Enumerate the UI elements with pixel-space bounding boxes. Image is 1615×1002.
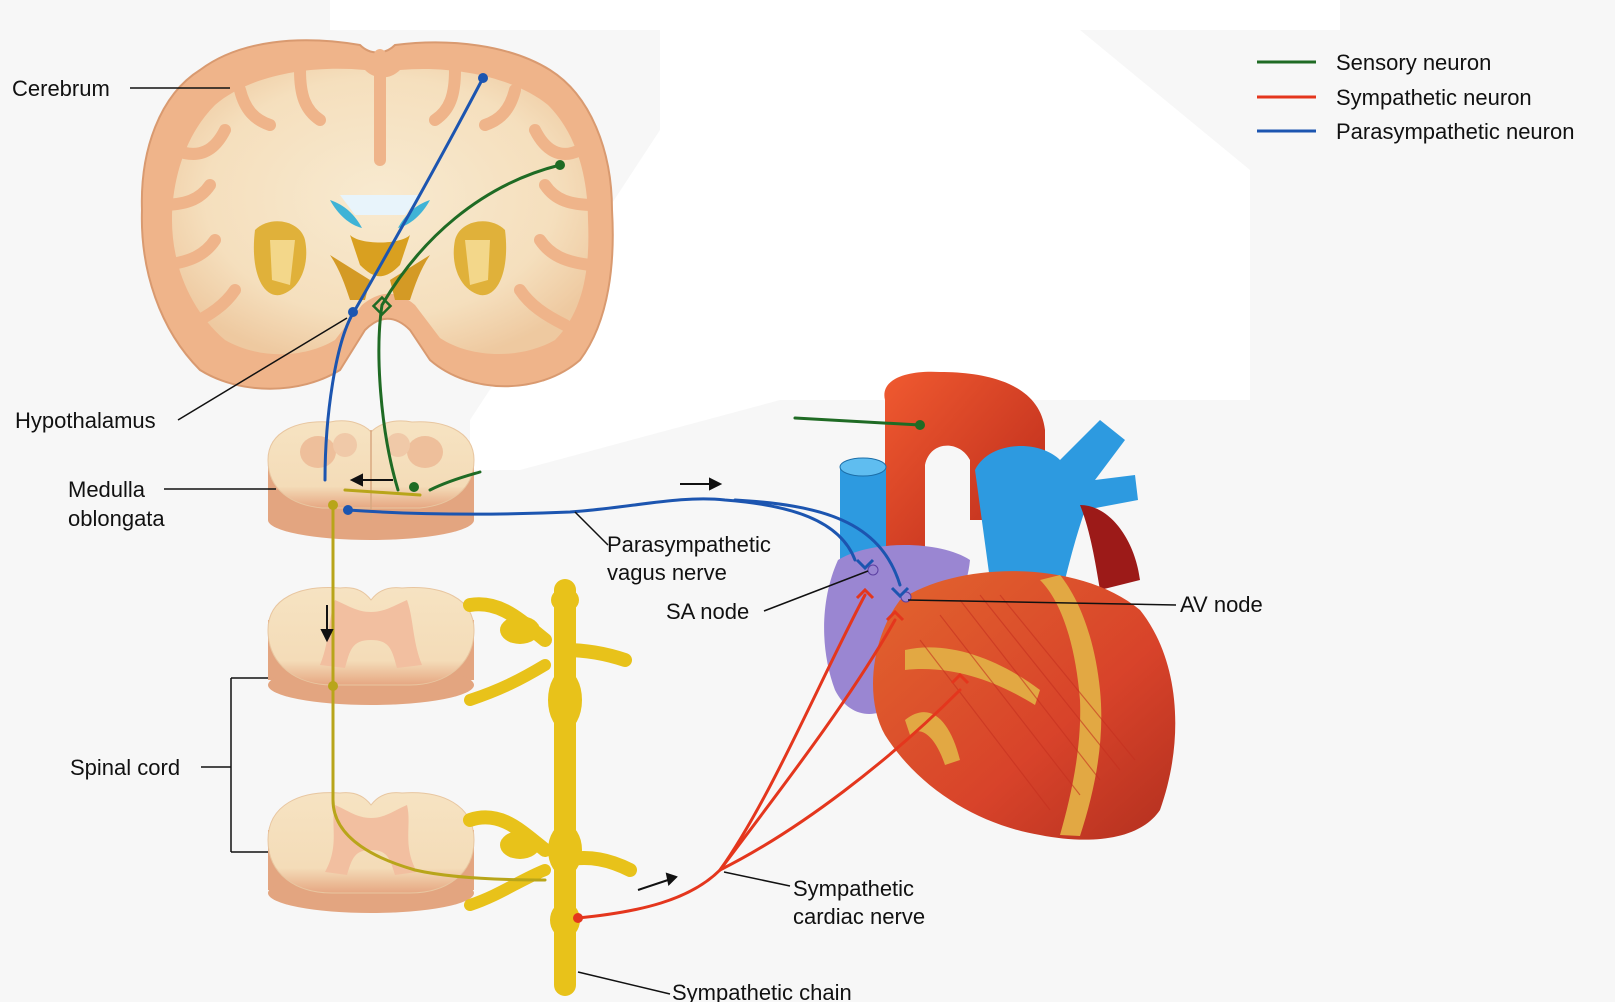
heart-illustration — [824, 372, 1175, 840]
spinal-cord-upper — [268, 588, 474, 705]
legend-label-parasympathetic: Parasympathetic neuron — [1336, 119, 1574, 144]
legend-item-sympathetic: Sympathetic neuron — [1257, 85, 1532, 110]
label-medulla-line2: oblongata — [68, 506, 165, 531]
cerebrum-illustration — [142, 40, 613, 388]
label-medulla-line1: Medulla — [68, 477, 146, 502]
label-sa-node: SA node — [666, 599, 749, 624]
legend-label-sensory: Sensory neuron — [1336, 50, 1491, 75]
label-cardiac-line1: Sympathetic — [793, 876, 914, 901]
legend: Sensory neuron Sympathetic neuron Parasy… — [1257, 50, 1574, 144]
legend-item-parasympathetic: Parasympathetic neuron — [1257, 119, 1574, 144]
label-vagus-line1: Parasympathetic — [607, 532, 771, 557]
legend-label-sympathetic: Sympathetic neuron — [1336, 85, 1532, 110]
label-hypothalamus: Hypothalamus — [15, 408, 156, 433]
label-cerebrum: Cerebrum — [12, 76, 110, 101]
sympathetic-chain-illustration — [470, 590, 630, 985]
white-patch-top — [330, 0, 1340, 30]
label-vagus-line2: vagus nerve — [607, 560, 727, 585]
label-av-node: AV node — [1180, 592, 1263, 617]
label-cardiac-line2: cardiac nerve — [793, 904, 925, 929]
label-spinal-cord: Spinal cord — [70, 755, 180, 780]
legend-item-sensory: Sensory neuron — [1257, 50, 1491, 75]
label-sympathetic-chain: Sympathetic chain — [672, 980, 852, 1002]
